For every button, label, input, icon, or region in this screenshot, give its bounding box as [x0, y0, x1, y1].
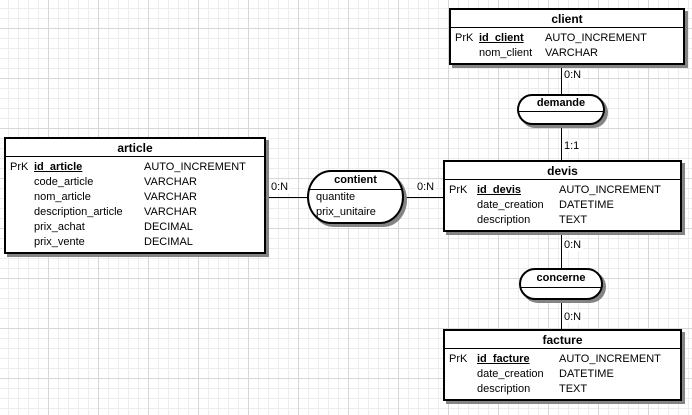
column-key-flag: [10, 190, 34, 205]
column-key-flag: [449, 382, 477, 397]
cardinality-demande-devis: 1:1: [562, 140, 582, 152]
relation-contient[interactable]: contient quantite prix_unitaire: [307, 170, 404, 224]
connector-concerne-facture: [561, 300, 562, 329]
column-name: id_devis: [477, 184, 522, 196]
column-type: VARCHAR: [144, 191, 197, 203]
relation-demande[interactable]: demande: [517, 94, 605, 125]
connector-article-contient: [265, 197, 307, 198]
column-type: AUTO_INCREMENT: [545, 32, 647, 44]
cardinality-client-demande: 0:N: [562, 69, 584, 81]
column-key-flag: [449, 213, 477, 228]
cardinality-concerne-facture: 0:N: [562, 311, 584, 323]
cardinality-devis-concerne: 0:N: [562, 239, 584, 251]
connector-demande-devis: [561, 125, 562, 160]
column-row: date_creation DATETIME: [449, 198, 676, 213]
column-type: DATETIME: [559, 199, 614, 211]
entity-table-article[interactable]: article PrK id_article AUTO_INCREMENT co…: [4, 137, 266, 254]
relation-attribute: prix_unitaire: [316, 206, 376, 218]
column-key-flag: [10, 205, 34, 220]
relation-attributes: quantite prix_unitaire: [309, 190, 402, 222]
entity-table-facture[interactable]: facture PrK id_facture AUTO_INCREMENT da…: [443, 329, 682, 401]
column-row: PrK id_article AUTO_INCREMENT: [10, 160, 260, 175]
column-type: AUTO_INCREMENT: [559, 353, 661, 365]
column-row: description_article VARCHAR: [10, 205, 260, 220]
relation-attributes: [519, 112, 603, 123]
column-row: prix_vente DECIMAL: [10, 235, 260, 250]
column-row: description TEXT: [449, 213, 676, 228]
column-key-flag: [10, 235, 34, 250]
column-row: PrK id_client AUTO_INCREMENT: [455, 31, 679, 46]
column-type: DECIMAL: [144, 221, 193, 233]
column-type: AUTO_INCREMENT: [559, 184, 661, 196]
entity-table-devis[interactable]: devis PrK id_devis AUTO_INCREMENT date_c…: [443, 160, 682, 232]
column-type: TEXT: [559, 214, 588, 226]
relation-title: demande: [519, 96, 603, 112]
entity-title: devis: [445, 162, 680, 180]
entity-title: facture: [445, 331, 680, 349]
column-name: prix_achat: [34, 221, 85, 233]
column-name: date_creation: [477, 199, 544, 211]
entity-columns: PrK id_devis AUTO_INCREMENT date_creatio…: [445, 180, 680, 230]
column-key-flag: [449, 198, 477, 213]
column-key-flag: [449, 367, 477, 382]
column-type: DECIMAL: [144, 236, 193, 248]
column-name: description: [477, 214, 531, 226]
entity-columns: PrK id_article AUTO_INCREMENT code_artic…: [6, 157, 264, 252]
column-row: description TEXT: [449, 382, 676, 397]
connector-client-demande: [561, 66, 562, 94]
column-row: nom_article VARCHAR: [10, 190, 260, 205]
column-name: id_facture: [477, 353, 530, 365]
entity-columns: PrK id_facture AUTO_INCREMENT date_creat…: [445, 349, 680, 399]
column-type: VARCHAR: [545, 47, 598, 59]
column-key-flag: PrK: [449, 353, 468, 365]
column-row: prix_achat DECIMAL: [10, 220, 260, 235]
column-key-flag: PrK: [449, 184, 468, 196]
column-type: AUTO_INCREMENT: [144, 161, 246, 173]
column-key-flag: PrK: [455, 32, 474, 44]
column-type: VARCHAR: [144, 176, 197, 188]
column-name: description_article: [34, 206, 123, 218]
column-type: DATETIME: [559, 368, 614, 380]
entity-title: article: [6, 139, 264, 157]
column-name: id_client: [479, 32, 524, 44]
column-name: nom_client: [479, 47, 533, 59]
column-name: description: [477, 383, 531, 395]
column-row: date_creation DATETIME: [449, 367, 676, 382]
column-row: PrK id_facture AUTO_INCREMENT: [449, 352, 676, 367]
column-row: PrK id_devis AUTO_INCREMENT: [449, 183, 676, 198]
column-type: TEXT: [559, 383, 588, 395]
column-name: id_article: [34, 161, 83, 173]
entity-table-client[interactable]: client PrK id_client AUTO_INCREMENT nom_…: [449, 8, 685, 65]
cardinality-contient-devis: 0:N: [415, 181, 437, 193]
relation-concerne[interactable]: concerne: [519, 268, 603, 300]
column-name: nom_article: [34, 191, 91, 203]
column-name: date_creation: [477, 368, 544, 380]
column-key-flag: [10, 220, 34, 235]
entity-title: client: [451, 10, 683, 28]
entity-columns: PrK id_client AUTO_INCREMENT nom_client …: [451, 28, 683, 63]
connector-contient-devis: [404, 197, 443, 198]
column-key-flag: [455, 46, 479, 61]
relation-attributes: [521, 288, 601, 298]
column-type: VARCHAR: [144, 206, 197, 218]
relation-title: concerne: [521, 270, 601, 288]
column-key-flag: [10, 175, 34, 190]
connector-devis-concerne: [561, 234, 562, 268]
relation-title: contient: [309, 172, 402, 190]
column-row: code_article VARCHAR: [10, 175, 260, 190]
column-name: code_article: [34, 176, 94, 188]
column-key-flag: PrK: [10, 161, 29, 173]
column-name: prix_vente: [34, 236, 85, 248]
relation-attribute: quantite: [316, 191, 356, 203]
column-row: nom_client VARCHAR: [455, 46, 679, 61]
cardinality-article-contient: 0:N: [269, 181, 291, 193]
